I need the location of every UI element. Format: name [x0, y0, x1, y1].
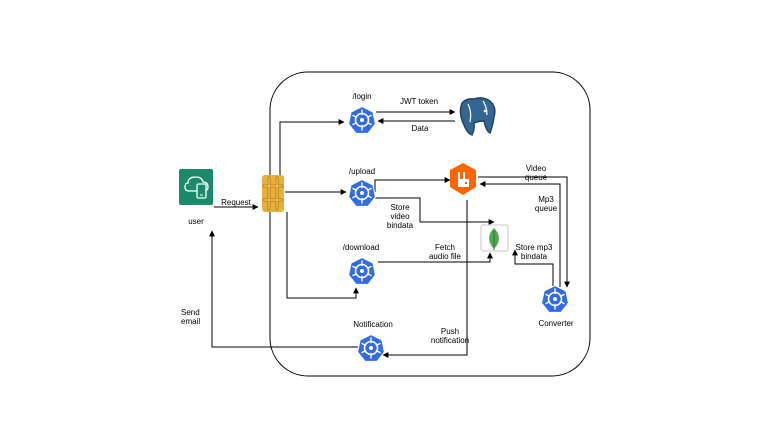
upload-service-icon	[347, 178, 377, 208]
postgresql-elephant-icon	[459, 97, 496, 136]
edge-upload-mongodb	[375, 197, 495, 225]
converter-service-icon	[540, 284, 570, 314]
cluster-boundary	[269, 71, 591, 377]
user-app-icon	[179, 169, 213, 205]
video-queue-label: Video queue	[524, 164, 548, 182]
download-label: /download	[342, 243, 380, 252]
connectors	[209, 109, 570, 358]
edge-converter-mongodb	[512, 249, 554, 287]
store-video-label: Store video bindata	[386, 203, 414, 230]
rabbitmq-icon	[450, 163, 476, 195]
edge-gateway-download	[286, 212, 359, 299]
login-service-icon	[347, 105, 377, 135]
store-mp3-label: Store mp3 bindata	[515, 243, 553, 261]
login-label: /login	[352, 92, 372, 101]
user-label: user	[188, 217, 204, 226]
api-gateway-icon	[262, 175, 284, 212]
jwt-token-label: JWT token	[399, 97, 439, 106]
edge-upload-rabbitmq	[374, 177, 451, 192]
send-email-label: Send email	[181, 308, 201, 326]
edge-rabbitmq-converter	[478, 176, 570, 288]
mp3-queue-label: Mp3 queue	[534, 195, 558, 213]
edge-notification-user	[209, 230, 358, 348]
push-notification-label: Push notification	[430, 327, 470, 345]
mongodb-leaf-icon	[480, 224, 509, 252]
edge-download-mongodb	[378, 252, 493, 263]
data-label: Data	[411, 124, 429, 133]
edge-gateway-login	[279, 119, 345, 185]
edge-converter-rabbitmq	[479, 181, 561, 287]
notification-label: Notification	[353, 320, 393, 329]
notification-service-icon	[356, 333, 386, 363]
request-label: Request	[221, 198, 251, 207]
edge-rabbitmq-notification	[382, 200, 468, 358]
converter-label: Converter	[538, 319, 574, 328]
fetch-audio-label: Fetch audio file	[428, 243, 462, 261]
upload-label: /upload	[348, 167, 376, 176]
download-service-icon	[347, 256, 377, 286]
